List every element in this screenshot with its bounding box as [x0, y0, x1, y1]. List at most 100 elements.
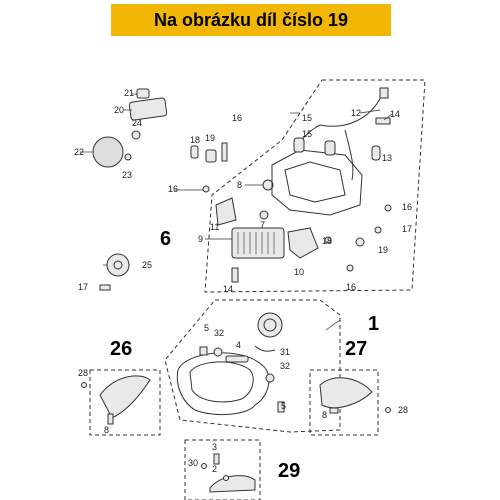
- part-8-bulb-b: [329, 407, 339, 414]
- label-9: 9: [198, 234, 203, 244]
- label-12: 12: [351, 108, 361, 118]
- part-8-bulb-a: [107, 413, 114, 425]
- label-17a: 17: [402, 224, 412, 234]
- label-16a: 16: [232, 113, 242, 123]
- part-headlamp-ring-inner: [263, 318, 277, 332]
- label-5a: 5: [204, 323, 209, 333]
- part-28-screw-a: [81, 382, 87, 388]
- part-18-bulb-b: [324, 236, 332, 244]
- part-21-clip: [136, 88, 150, 99]
- part-3-bulb: [213, 453, 220, 465]
- part-headlight-housing: [271, 149, 363, 216]
- label-15a: 15: [302, 113, 312, 123]
- part-16-bolt-d: [346, 264, 354, 272]
- label-23: 23: [122, 170, 132, 180]
- part-16-bolt-b: [202, 185, 210, 193]
- part-4-bulb: [225, 355, 249, 363]
- part-11-lens: [215, 197, 237, 226]
- leader-lines: [80, 93, 393, 331]
- part-22-reflector: [92, 136, 124, 168]
- label-17b: 17: [78, 282, 88, 292]
- part-19-socket: [205, 149, 217, 163]
- label-32b: 32: [280, 361, 290, 371]
- assembly-6-boundary: [204, 79, 426, 293]
- part-32-grommet: [213, 347, 223, 357]
- part-2-screw: [223, 475, 229, 481]
- part-26-indicator: [99, 375, 151, 419]
- label-4: 4: [236, 340, 241, 350]
- part-28-screw-b: [385, 407, 391, 413]
- label-21: 21: [124, 88, 134, 98]
- part-14-screw: [231, 267, 239, 283]
- label-28a: 28: [78, 368, 88, 378]
- label-16c: 16: [402, 202, 412, 212]
- group-label-1: 1: [368, 313, 379, 335]
- assembly-26-boundary: [89, 369, 161, 436]
- label-20: 20: [114, 105, 124, 115]
- label-10: 10: [294, 267, 304, 277]
- label-5b: 5: [281, 401, 286, 411]
- assembly-27-boundary: [309, 369, 379, 436]
- label-19b: 19: [378, 245, 388, 255]
- part-30-screw: [201, 463, 207, 469]
- group-label-26: 26: [110, 338, 132, 360]
- part-19-socket-b: [355, 237, 365, 247]
- part-13-bulb: [371, 145, 381, 161]
- label-30: 30: [188, 458, 198, 468]
- part-18-bulb: [190, 145, 199, 159]
- part-5-clip: [199, 346, 208, 356]
- title-banner: Na obrázku díl číslo 19: [111, 4, 391, 36]
- label-2: 2: [212, 464, 217, 474]
- part-1-headlamp-inner: [189, 361, 254, 403]
- part-25-horn-center: [113, 260, 123, 270]
- label-13: 13: [382, 153, 392, 163]
- part-17-bolt: [99, 284, 111, 291]
- part-5-clip-b: [277, 401, 285, 413]
- label-19a: 19: [205, 133, 215, 143]
- label-31: 31: [280, 347, 290, 357]
- group-label-6: 6: [160, 228, 171, 250]
- part-27-indicator: [319, 377, 373, 409]
- label-25: 25: [142, 260, 152, 270]
- group-label-27: 27: [345, 338, 367, 360]
- part-9-grille: [231, 227, 285, 259]
- group-label-29: 29: [278, 460, 300, 482]
- part-headlamp-ring: [257, 312, 283, 338]
- label-32a: 32: [214, 328, 224, 338]
- label-14b: 14: [223, 284, 233, 294]
- part-7-screw: [259, 210, 269, 220]
- label-18: 18: [190, 135, 200, 145]
- part-25-horn: [106, 253, 130, 277]
- label-8c: 8: [322, 410, 327, 420]
- label-18b: 18: [322, 236, 332, 246]
- part-32-grommet-b: [265, 373, 275, 383]
- part-31-wire: [254, 345, 276, 352]
- part-16-bolt-c: [384, 204, 392, 212]
- part-17-screw: [374, 226, 382, 234]
- part-10-lens: [287, 227, 319, 259]
- label-11: 11: [210, 222, 219, 232]
- label-16d: 16: [346, 282, 356, 292]
- label-7: 7: [260, 220, 265, 230]
- label-8a: 8: [237, 180, 242, 190]
- label-28b: 28: [398, 405, 408, 415]
- banner-title: Na obrázku díl číslo 19: [153, 9, 349, 30]
- assembly-1-boundary: [164, 299, 341, 433]
- part-15-socket-b: [324, 140, 336, 156]
- label-8b: 8: [104, 425, 109, 435]
- label-16b: 16: [168, 184, 178, 194]
- assembly-29-boundary: [184, 439, 261, 500]
- part-24-nut: [131, 130, 141, 140]
- part-29-lamp: [209, 475, 256, 493]
- part-14-connector: [375, 117, 391, 125]
- label-15b: 15: [302, 129, 312, 139]
- grille-lines: [237, 232, 275, 254]
- part-15-socket-a: [293, 137, 305, 153]
- part-16-bolt-a: [221, 142, 228, 162]
- label-3: 3: [212, 442, 217, 452]
- part-connector-top: [379, 87, 389, 99]
- label-22: 22: [74, 147, 84, 157]
- label-24: 24: [132, 118, 142, 128]
- label-14a: 14: [390, 109, 400, 119]
